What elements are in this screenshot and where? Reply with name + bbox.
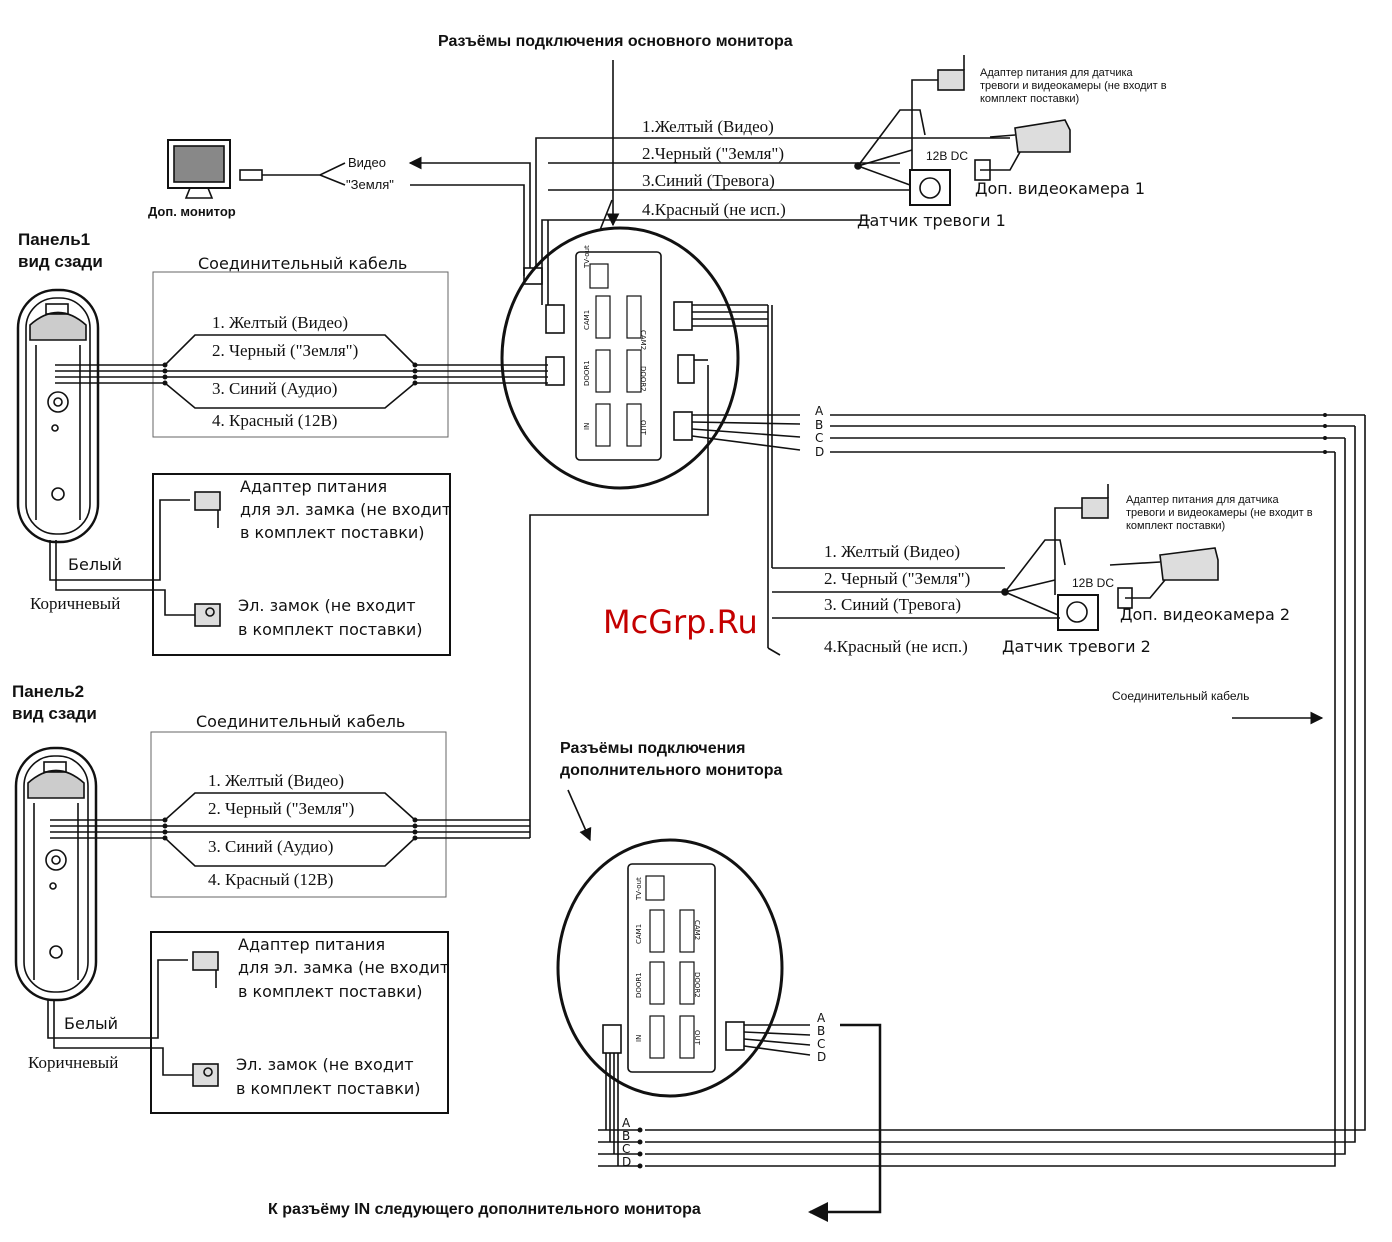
lock2-adapter-1: Адаптер питания bbox=[238, 935, 386, 954]
lock1-adapter-3: в комплект поставки) bbox=[240, 523, 425, 542]
panel1-wire-4: 4. Красный (12В) bbox=[212, 411, 338, 430]
bus-cable-label: Соединительный кабель bbox=[1112, 689, 1250, 703]
out-b-label: B bbox=[817, 1024, 826, 1038]
extra-monitor-ground: "Земля" bbox=[346, 177, 394, 192]
sensor2-label: Датчик тревоги 2 bbox=[1002, 637, 1151, 656]
camera2-label: Доп. видеокамера 2 bbox=[1120, 605, 1291, 624]
main-door1-label: DOOR1 bbox=[583, 360, 591, 386]
camera2-wire-3: 3. Синий (Тревога) bbox=[824, 595, 962, 614]
main-cam1-label: CAM1 bbox=[583, 309, 591, 330]
extra-monitor-label: Доп. монитор bbox=[148, 204, 236, 219]
in-d-label: D bbox=[622, 1155, 632, 1169]
extra-out-label: OUT bbox=[693, 1030, 701, 1045]
panel1-wire-2: 2. Черный ("Земля") bbox=[212, 341, 359, 360]
panel1-cable-label: Соединительный кабель bbox=[198, 254, 408, 273]
extra-in-label: IN bbox=[635, 1034, 643, 1042]
lock1-line-2: в комплект поставки) bbox=[238, 620, 423, 639]
out-c-label: C bbox=[817, 1037, 826, 1051]
camera1-dc: 12В DC bbox=[926, 149, 969, 163]
bus-d-label: D bbox=[815, 445, 825, 459]
panel1-subtitle: вид сзади bbox=[18, 252, 103, 271]
extra-tvout-label: TV-out bbox=[635, 877, 643, 900]
panel1-wire-3: 3. Синий (Аудио) bbox=[212, 379, 338, 398]
extra-door1-label: DOOR1 bbox=[635, 972, 643, 998]
main-connectors-header: Разъёмы подключения основного монитора bbox=[438, 33, 793, 50]
watermark: McGrp.Ru bbox=[603, 603, 758, 641]
panel1-wire-1: 1. Желтый (Видео) bbox=[212, 313, 349, 332]
main-in-label: IN bbox=[583, 422, 591, 430]
lock1-line-1: Эл. замок (не входит bbox=[238, 596, 416, 615]
extra-cam2-label: CAM2 bbox=[693, 920, 701, 941]
panel2-title: Панель2 bbox=[12, 682, 85, 701]
panel2-cable-label: Соединительный кабель bbox=[196, 712, 406, 731]
sensor1-label: Датчик тревоги 1 bbox=[857, 211, 1006, 230]
in-c-label: C bbox=[622, 1142, 631, 1156]
main-door2-label: DOOR2 bbox=[639, 366, 647, 392]
extra-cam1-label: CAM1 bbox=[635, 923, 643, 944]
camera2-dc: 12В DC bbox=[1072, 576, 1115, 590]
camera2-wire-4: 4.Красный (не исп.) bbox=[824, 637, 968, 656]
panel2-wire-4: 4. Красный (12В) bbox=[208, 870, 334, 889]
camera2-wire-2: 2. Черный ("Земля") bbox=[824, 569, 971, 588]
panel1-brown-wire: Коричневый bbox=[30, 594, 121, 613]
out-a-label: A bbox=[817, 1011, 826, 1025]
lock1-adapter-1: Адаптер питания bbox=[240, 477, 388, 496]
main-cam2-label: CAM2 bbox=[639, 330, 647, 351]
main-tvout-label: TV-out bbox=[583, 245, 591, 268]
panel2-subtitle: вид сзади bbox=[12, 704, 97, 723]
bus-a-label: A bbox=[815, 404, 824, 418]
camera1-label: Доп. видеокамера 1 bbox=[975, 179, 1146, 198]
panel2-wire-2: 2. Черный ("Земля") bbox=[208, 799, 355, 818]
camera1-wire-1: 1.Желтый (Видео) bbox=[642, 117, 774, 136]
camera1-adapter: Адаптер питания для датчика тревоги и ви… bbox=[980, 67, 1167, 105]
lock2-adapter-2: для эл. замка (не входит bbox=[238, 958, 450, 977]
extra-door2-label: DOOR2 bbox=[693, 972, 701, 998]
bus-c-label: C bbox=[815, 431, 824, 445]
panel2-wire-1: 1. Желтый (Видео) bbox=[208, 771, 345, 790]
panel2-brown-wire: Коричневый bbox=[28, 1053, 119, 1072]
lock1-adapter-2: для эл. замка (не входит bbox=[240, 500, 452, 519]
panel1-device bbox=[16, 288, 100, 544]
camera2-wire-1: 1. Желтый (Видео) bbox=[824, 542, 961, 561]
next-monitor-label: К разъёму IN следующего дополнительного … bbox=[268, 1201, 701, 1218]
panel1-title: Панель1 bbox=[18, 230, 91, 249]
lock2-adapter-3: в комплект поставки) bbox=[238, 982, 423, 1001]
extra-monitor-video: Видео bbox=[348, 155, 386, 170]
in-a-label: A bbox=[622, 1116, 631, 1130]
out-d-label: D bbox=[817, 1050, 827, 1064]
bus-b-label: B bbox=[815, 418, 824, 432]
panel2-device bbox=[14, 746, 98, 1002]
in-b-label: B bbox=[622, 1129, 631, 1143]
lock2-line-2: в комплект поставки) bbox=[236, 1079, 421, 1098]
camera1-wire-2: 2.Черный ("Земля") bbox=[642, 144, 785, 163]
main-out-label: OUT bbox=[639, 420, 647, 435]
extra-connectors-header-2: дополнительного монитора bbox=[560, 762, 783, 779]
extra-connectors-header-1: Разъёмы подключения bbox=[560, 740, 746, 757]
panel2-wire-3: 3. Синий (Аудио) bbox=[208, 837, 334, 856]
camera2-adapter: Адаптер питания для датчика тревоги и ви… bbox=[1126, 494, 1313, 532]
panel2-white-wire: Белый bbox=[64, 1014, 119, 1033]
lock2-line-1: Эл. замок (не входит bbox=[236, 1055, 414, 1074]
camera1-wire-4: 4.Красный (не исп.) bbox=[642, 200, 786, 219]
panel1-white-wire: Белый bbox=[68, 555, 123, 574]
camera1-wire-3: 3.Синий (Тревога) bbox=[642, 171, 775, 190]
